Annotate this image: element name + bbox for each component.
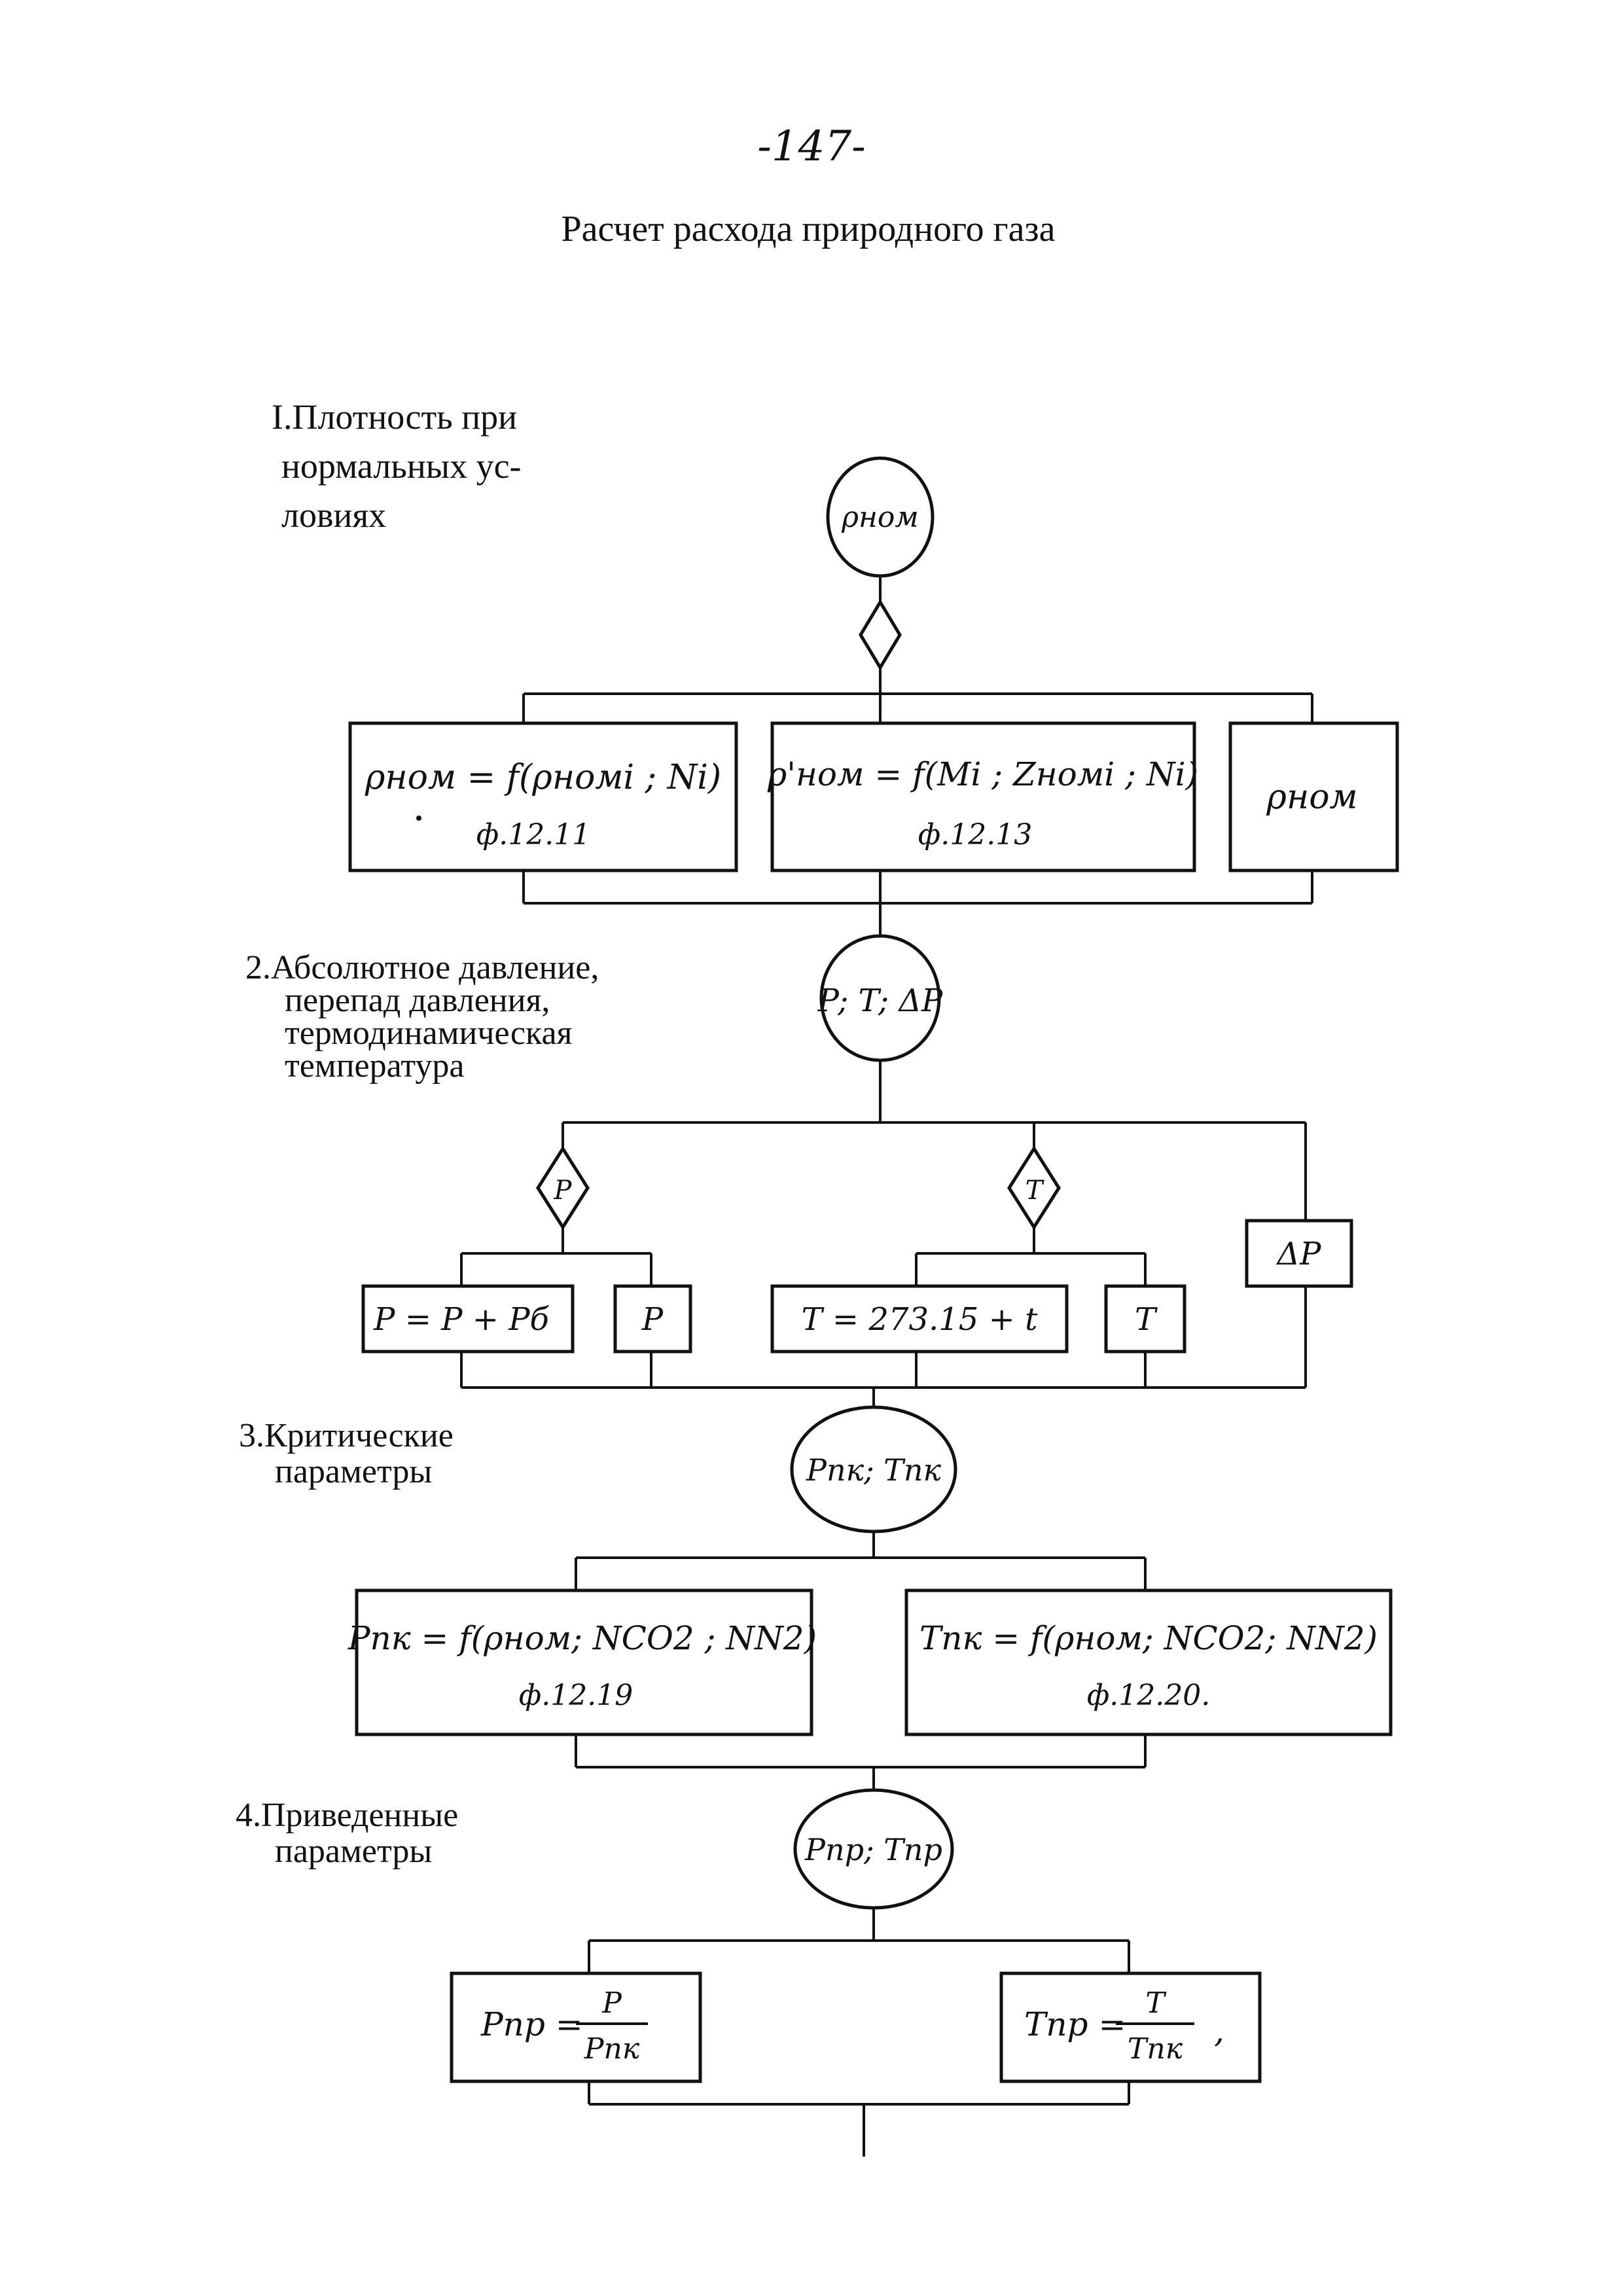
node-reduced-label: Pпр; Tпр: [804, 1832, 942, 1867]
section-4-line-2: параметры: [275, 1833, 432, 1870]
box-t-calc: [770, 1284, 1069, 1354]
box-ppr-formula: [450, 1971, 702, 2083]
box-delta-p-label: ΔP: [1276, 1236, 1322, 1272]
section-2-line-1: 2.Абсолютное давление,: [245, 949, 599, 986]
section-2-line-3: термодинамическая: [285, 1014, 572, 1052]
box-p-label: P: [641, 1301, 664, 1338]
box-ppk-formula-label: Pпк = f(ρном; NCO2 ; NN2): [348, 1619, 817, 1657]
section-2-line-4: температура: [285, 1047, 464, 1085]
box-ppr-lhs: Pпр =: [480, 2005, 583, 2043]
box-rho-formula-12-13: [770, 721, 1196, 872]
box-1-ref: ф.12.11: [476, 818, 590, 852]
box-tpr-lhs: Tпр =: [1024, 2005, 1126, 2043]
box-p-absolute-label: P = P + Pб: [373, 1301, 549, 1338]
section-4-line-1: 4.Приведенные: [236, 1797, 458, 1834]
section-1-label: I.Плотность при нормальных ус- ловиях: [272, 397, 522, 535]
section-1-line-1: I.Плотность при: [272, 397, 517, 437]
box-2-ref: ф.12.13: [918, 818, 1032, 852]
box-ppr-den: Pпк: [584, 2032, 640, 2066]
section-3-label: 3.Критические параметры: [239, 1417, 454, 1490]
decision-top: [859, 599, 902, 671]
decision-p-label: P: [554, 1175, 573, 1206]
section-1-line-3: ловиях: [281, 495, 386, 535]
box-ppk-formula: [355, 1588, 813, 1736]
box-p-absolute: [361, 1284, 575, 1354]
box-rho-formula-12-11: [348, 721, 738, 872]
box-delta-p: [1245, 1219, 1353, 1288]
box-tpr-num: T: [1145, 1986, 1167, 2020]
box-2-formula: ρ'ном = f(Mi ; Zномi ; Ni): [767, 755, 1198, 793]
node-p-t-dp-label: P; T; ΔP: [817, 982, 943, 1019]
box-t-calc-label: T = 273.15 + t: [802, 1301, 1038, 1338]
section-4-label: 4.Приведенные параметры: [236, 1797, 458, 1870]
box-tpk-ref: ф.12.20.: [1087, 1679, 1210, 1712]
node-critical-label: Pпк; Tпк: [806, 1452, 941, 1488]
box-ppr-num: P: [601, 1986, 622, 2020]
box-tpr-tail: ,: [1214, 2012, 1224, 2050]
section-2-label: 2.Абсолютное давление, перепад давления,…: [245, 949, 599, 1085]
decision-t-label: T: [1026, 1175, 1045, 1206]
box-tpr-den: Tпк: [1128, 2032, 1183, 2066]
box-1-formula: ρном = f(ρномi ; Ni): [365, 758, 721, 797]
box-tpk-formula-label: Tпк = f(ρном; NCO2; NN2): [919, 1619, 1378, 1657]
box-tpk-formula: [904, 1588, 1393, 1736]
box-t-label: T: [1135, 1301, 1158, 1338]
section-2-line-2: перепад давления,: [285, 982, 550, 1019]
box-rho-nom: [1228, 721, 1399, 872]
section-1-line-2: нормальных ус-: [281, 446, 522, 486]
page-title: Расчет расхода природного газа: [562, 209, 1056, 249]
box-3-label: ρном: [1266, 778, 1357, 817]
section-3-line-2: параметры: [275, 1453, 432, 1490]
node-rho-nom-label: ρном: [841, 501, 919, 534]
box-tpr-formula: [999, 1971, 1262, 2083]
box-ppk-ref: ф.12.19: [519, 1679, 633, 1712]
box-p: [613, 1284, 692, 1354]
page-number: -147-: [757, 122, 865, 171]
section-3-line-1: 3.Критические: [239, 1417, 454, 1454]
ink-dot: [416, 816, 421, 821]
